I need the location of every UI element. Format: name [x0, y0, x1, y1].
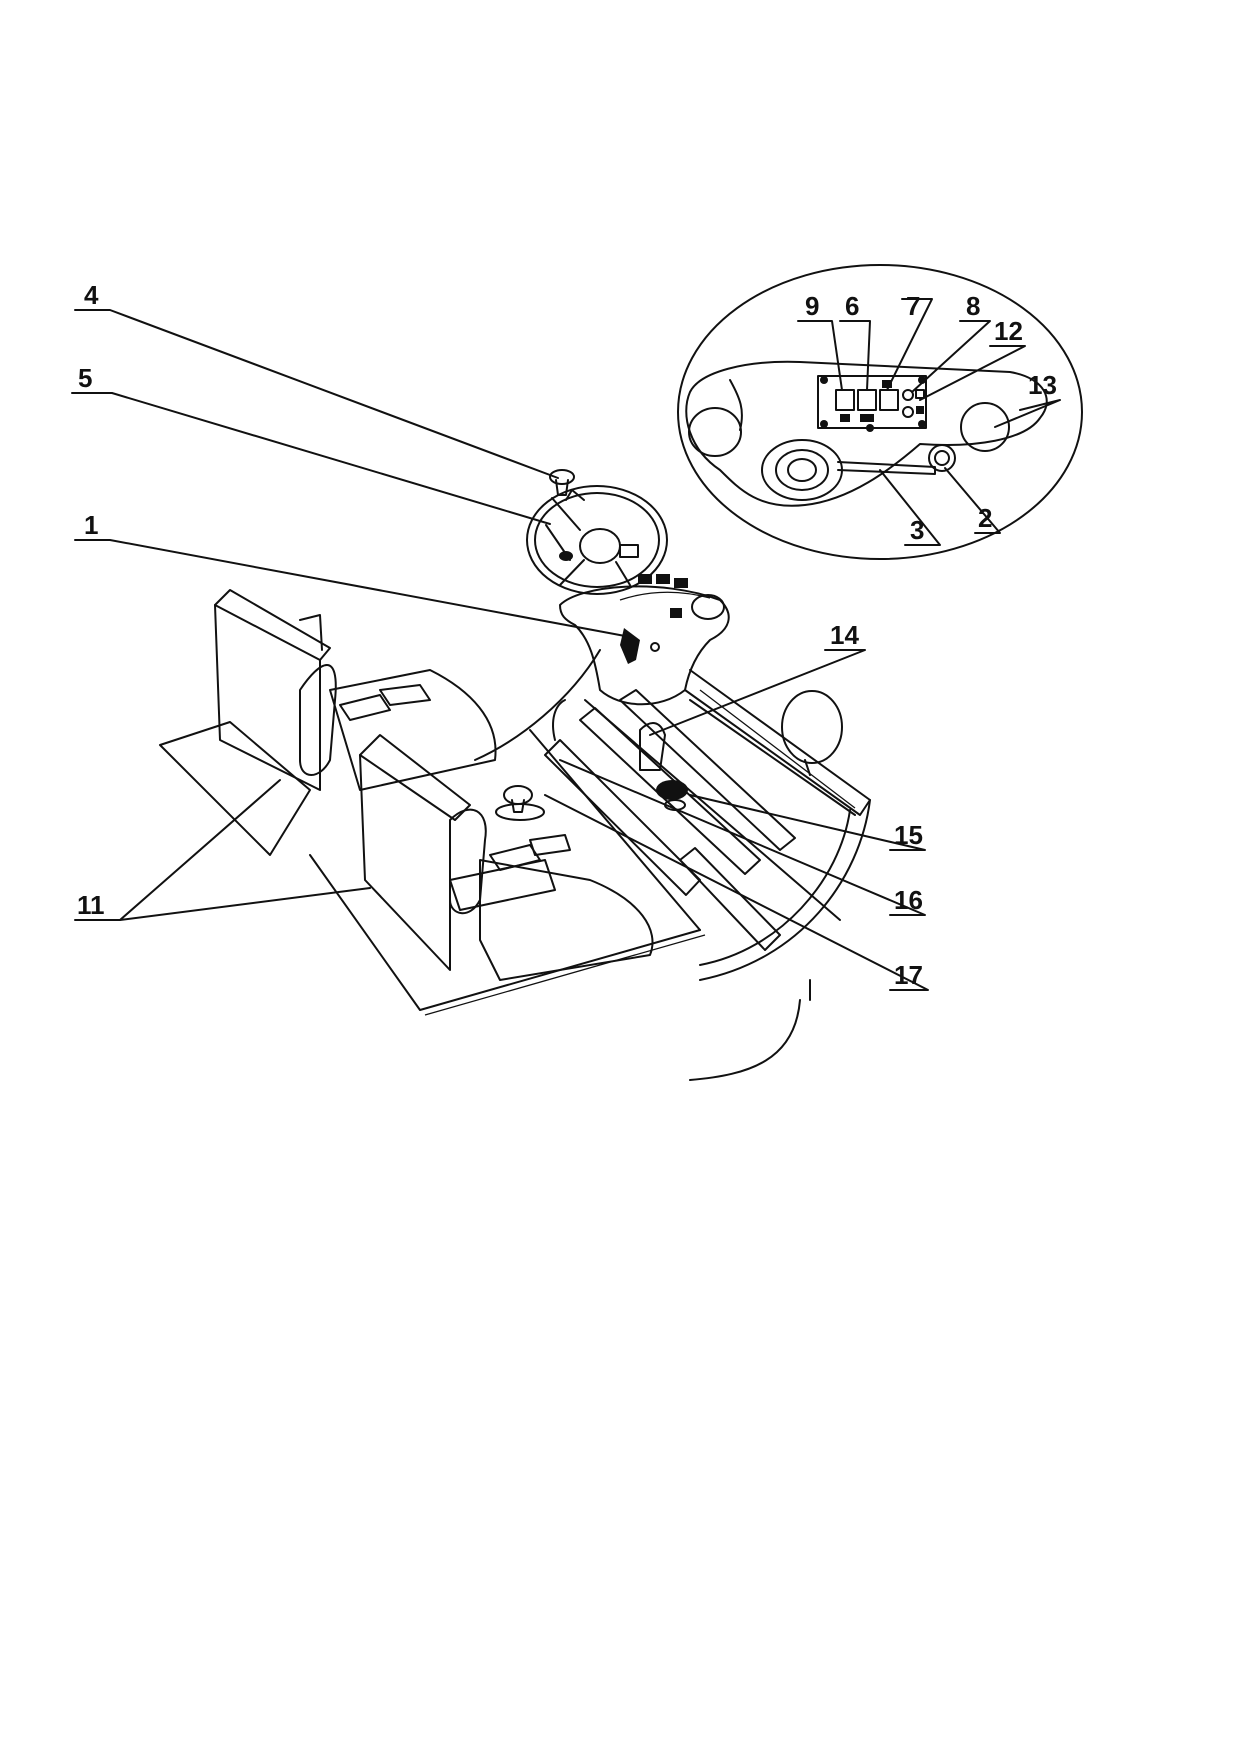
dashboard-detail-inset	[677, 264, 1083, 560]
label-7: 7	[906, 291, 920, 321]
label-6: 6	[845, 291, 859, 321]
label-13: 13	[1028, 370, 1057, 400]
cab-illustration	[159, 469, 871, 1081]
label-2: 2	[978, 503, 992, 533]
label-11: 11	[77, 890, 105, 920]
label-15: 15	[894, 820, 923, 850]
floor-mat	[529, 689, 841, 951]
front-seat	[359, 734, 654, 981]
label-3: 3	[910, 515, 924, 545]
label-17: 17	[894, 960, 923, 990]
steering-wheel	[526, 469, 668, 595]
label-12: 12	[994, 316, 1023, 346]
label-9: 9	[805, 291, 819, 321]
callout-labels: 4 5 1 11 14 15 16 17 9 6 7 8 12 13 2 3	[77, 280, 1057, 990]
rear-seat	[214, 589, 497, 791]
label-5: 5	[78, 363, 92, 393]
label-16: 16	[894, 885, 923, 915]
leader-lines	[71, 298, 1061, 991]
label-1: 1	[84, 510, 98, 540]
label-4: 4	[84, 280, 99, 310]
label-8: 8	[966, 291, 980, 321]
label-14: 14	[830, 620, 859, 650]
